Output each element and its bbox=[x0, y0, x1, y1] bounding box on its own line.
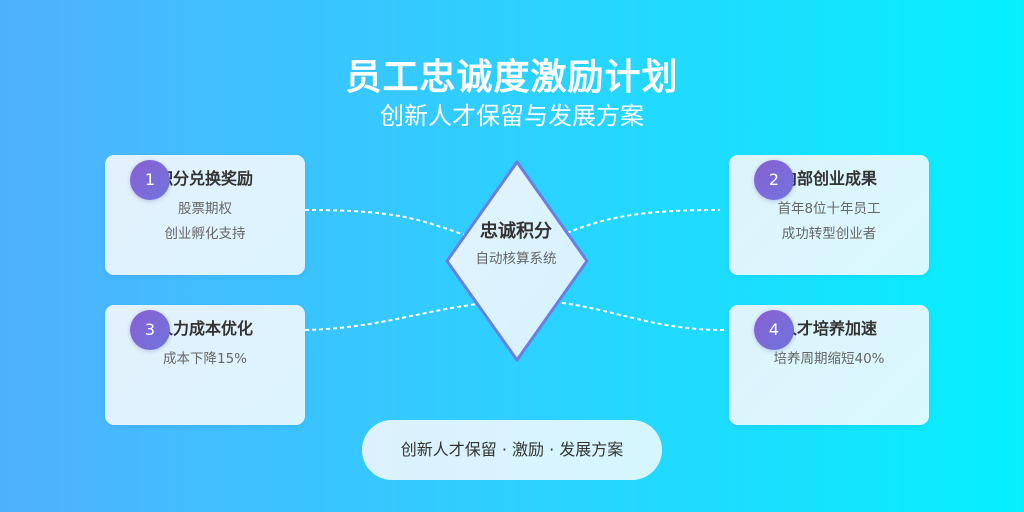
card-line: 培养周期缩短40% bbox=[773, 351, 885, 367]
number-badge: 2 bbox=[754, 160, 794, 200]
card-line: 首年8位十年员工 bbox=[777, 201, 881, 217]
card-line: 创业孵化支持 bbox=[164, 226, 246, 242]
card-line: 成本下降15% bbox=[162, 351, 247, 367]
card-reward-exchange: 积分兑换奖励 股票期权 创业孵化支持 1 bbox=[105, 155, 305, 275]
card-talent-acceleration: 人才培养加速 培养周期缩短40% 4 bbox=[729, 305, 929, 425]
card-title: 积分兑换奖励 bbox=[156, 169, 253, 188]
footer-pill: 创新人才保留 · 激励 · 发展方案 bbox=[362, 420, 662, 480]
card-line: 股票期权 bbox=[178, 201, 232, 217]
card-internal-startup: 内部创业成果 首年8位十年员工 成功转型创业者 2 bbox=[729, 155, 929, 275]
card-line: 成功转型创业者 bbox=[781, 226, 877, 242]
card-title: 内部创业成果 bbox=[780, 169, 877, 188]
connector-bottom-right bbox=[519, 299, 725, 331]
card-cost-optimization: 人力成本优化 成本下降15% 3 bbox=[105, 305, 305, 425]
page-title: 员工忠诚度激励计划 bbox=[345, 57, 679, 98]
number-badge: 1 bbox=[130, 160, 170, 200]
number-badge: 4 bbox=[754, 310, 794, 350]
center-subtitle: 自动核算系统 bbox=[475, 251, 557, 267]
card-title: 人才培养加速 bbox=[780, 319, 877, 338]
center-diamond bbox=[445, 160, 589, 362]
center-title: 忠诚积分 bbox=[480, 221, 552, 242]
card-title: 人力成本优化 bbox=[156, 319, 253, 338]
number-badge: 3 bbox=[130, 310, 170, 350]
page-subtitle: 创新人才保留与发展方案 bbox=[380, 102, 644, 130]
connector-top-left bbox=[304, 209, 466, 236]
connector-top-right bbox=[566, 209, 721, 234]
connector-bottom-left bbox=[304, 299, 521, 331]
